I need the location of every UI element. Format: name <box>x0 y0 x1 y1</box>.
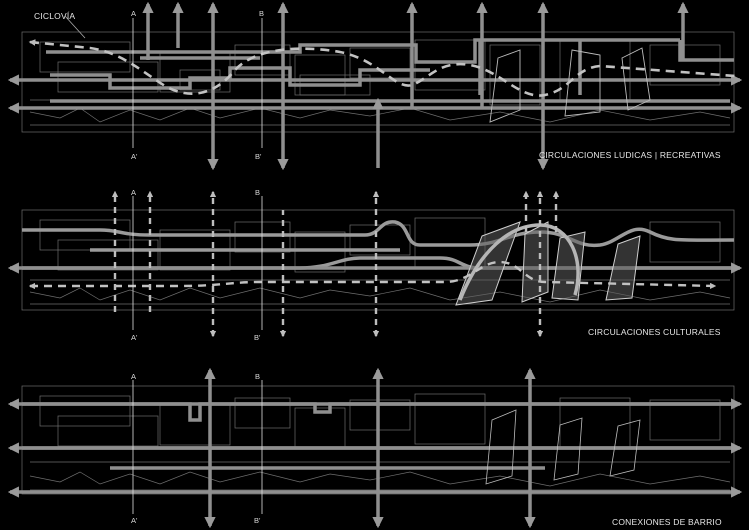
circulation-paths-1 <box>46 38 734 103</box>
section-a-top-2: A <box>131 188 137 197</box>
section-a-top-3: A <box>131 372 137 381</box>
section-b-top-2: B <box>255 188 261 197</box>
cultural-planes-2 <box>455 221 641 306</box>
section-lines-3 <box>132 380 263 514</box>
cultural-planes-1 <box>489 47 651 123</box>
section-a-top-1: A <box>131 9 137 18</box>
panel-conexiones-barrio <box>7 367 743 529</box>
through-arrows-1 <box>7 74 743 114</box>
vertical-arrows-3 <box>204 367 536 529</box>
cultural-dashed-path <box>28 260 717 290</box>
section-lines-2 <box>132 196 263 330</box>
section-lines-1 <box>132 18 263 148</box>
section-b-bottom-1: B' <box>255 152 262 161</box>
section-a-bottom-3: A' <box>131 516 138 525</box>
panel1-title: CIRCULACIONES LUDICAS | RECREATIVAS <box>539 150 721 160</box>
vertical-dashed-2 <box>111 190 560 338</box>
section-b-top-1: B <box>259 9 265 18</box>
panel2-title: CIRCULACIONES CULTURALES <box>588 327 721 337</box>
cycleway-label: CICLOVÍA <box>34 11 76 21</box>
cultural-planes-3 <box>485 409 641 485</box>
section-b-bottom-3: B' <box>254 516 261 525</box>
section-a-bottom-1: A' <box>131 152 138 161</box>
section-b-bottom-2: B' <box>254 333 261 342</box>
section-b-top-3: B <box>255 372 261 381</box>
vertical-arrows-1 <box>142 1 689 171</box>
panel-culturales <box>7 190 743 338</box>
cycleway-leader <box>64 15 86 39</box>
panel-ludicas-recreativas <box>7 1 743 171</box>
section-a-bottom-2: A' <box>131 333 138 342</box>
panel3-title: CONEXIONES DE BARRIO <box>612 517 722 527</box>
